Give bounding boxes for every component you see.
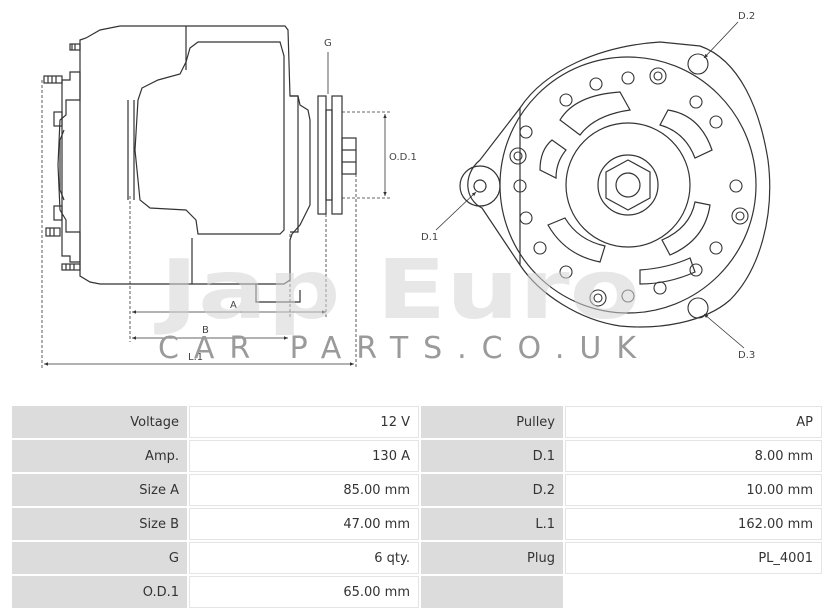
spec-value: 130 A <box>189 440 419 472</box>
terminal-studs <box>43 43 81 271</box>
spec-value: PL_4001 <box>565 542 822 574</box>
spec-label: Size B <box>12 508 187 540</box>
spec-label-empty <box>421 576 563 608</box>
spec-label: G <box>12 542 187 574</box>
label-g: G <box>324 38 332 49</box>
spec-label: D.2 <box>421 474 563 506</box>
label-d3: D.3 <box>738 350 755 361</box>
spec-value: 6 qty. <box>189 542 419 574</box>
spec-value: 85.00 mm <box>189 474 419 506</box>
spec-label: Plug <box>421 542 563 574</box>
table-row: O.D.1 65.00 mm <box>12 576 822 608</box>
alternator-side-view <box>43 25 357 303</box>
table-row: Amp. 130 A D.1 8.00 mm <box>12 440 822 472</box>
label-od1: O.D.1 <box>389 152 417 163</box>
table-row: Size B 47.00 mm L.1 162.00 mm <box>12 508 822 540</box>
dimension-lines <box>41 52 392 368</box>
watermark-subtitle: CAR PARTS.CO.UK <box>158 331 637 366</box>
spec-value: 47.00 mm <box>189 508 419 540</box>
spec-label: L.1 <box>421 508 563 540</box>
table-row: Voltage 12 V Pulley AP <box>12 406 822 438</box>
label-d2: D.2 <box>738 11 755 22</box>
spec-label: D.1 <box>421 440 563 472</box>
label-a: A <box>230 300 237 311</box>
spec-value: 162.00 mm <box>565 508 822 540</box>
spec-value-empty <box>565 576 822 608</box>
watermark-logo: Jap Euro <box>154 243 640 338</box>
spec-value: 12 V <box>189 406 419 438</box>
specifications-table: Voltage 12 V Pulley AP Amp. 130 A D.1 8.… <box>10 404 824 610</box>
table-row: G 6 qty. Plug PL_4001 <box>12 542 822 574</box>
label-d1: D.1 <box>421 232 438 243</box>
spec-label: Pulley <box>421 406 563 438</box>
spec-value: AP <box>565 406 822 438</box>
leader-lines <box>435 21 745 349</box>
table-row: Size A 85.00 mm D.2 10.00 mm <box>12 474 822 506</box>
mounting-holes <box>509 53 749 319</box>
spec-label: O.D.1 <box>12 576 187 608</box>
label-b: B <box>202 325 209 336</box>
spec-value: 8.00 mm <box>565 440 822 472</box>
spec-label: Size A <box>12 474 187 506</box>
alternator-technical-drawing: G O.D.1 A B L.1 D.1 D.2 D.3 Jap Euro CAR… <box>41 11 771 368</box>
spec-label: Voltage <box>12 406 187 438</box>
spec-value: 65.00 mm <box>189 576 419 608</box>
alternator-front-view <box>459 41 771 328</box>
spec-label: Amp. <box>12 440 187 472</box>
spec-value: 10.00 mm <box>565 474 822 506</box>
label-l1: L.1 <box>188 352 203 363</box>
